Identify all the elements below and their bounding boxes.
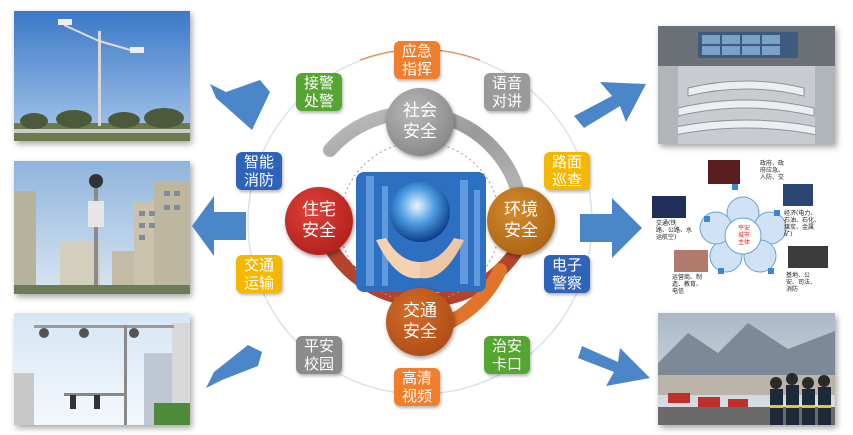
tag-road-patrol: 路面 巡查: [544, 152, 590, 190]
photo-fire-brigade: [658, 313, 835, 425]
tag-electronic-police: 电子 警察: [544, 255, 590, 293]
hub-traffic-safety: 交通 安全: [386, 288, 454, 356]
arrow-up-left: [210, 80, 270, 130]
hand-right: [420, 238, 464, 279]
mini-caption: 基地、公 安、司法、 消防: [786, 272, 817, 293]
photo-street-lamp: [14, 11, 190, 141]
arrows: [192, 80, 650, 388]
photo-command-center: [658, 26, 835, 144]
hub-residential-safety: 住宅 安全: [285, 187, 353, 255]
mini-caption: 政府、政 府应急、 人防、交: [760, 160, 785, 181]
mini-center-label: 平安 城市 主体: [737, 225, 750, 246]
mini-diagram: 平安 城市 主体 政府、政 府应急、 人防、交 经济(电力、 石油、石化、 煤炭…: [648, 158, 838, 308]
mini-caption: 经济(电力、 石油、石化、 煤炭、金属 矿): [784, 210, 821, 238]
tag-voice-intercom: 语音 对讲: [484, 73, 530, 111]
arrow-down-right: [578, 346, 650, 386]
hub-environment-safety: 环境 安全: [487, 187, 555, 255]
mini-caption: 交通(铁 路、公路、水 运航空): [656, 220, 693, 241]
arrow-down-left: [206, 345, 262, 388]
arrow-right: [580, 198, 642, 258]
tag-emergency-command: 应急 指挥: [394, 41, 440, 79]
globe: [390, 182, 450, 242]
tag-smart-firefighting: 智能 消防: [236, 152, 282, 190]
mini-caption: 运营商、制 造、教育、 电信: [672, 274, 703, 295]
arrow-left: [192, 196, 246, 256]
arrow-up-right: [574, 82, 646, 128]
photo-traffic-signal: [14, 313, 190, 425]
photo-street-camera: [14, 161, 190, 294]
hand-left: [376, 238, 420, 279]
tag-security-checkpoint: 治安 卡口: [484, 336, 530, 374]
hub-social-safety: 社会 安全: [386, 88, 454, 156]
tag-safe-campus: 平安 校园: [296, 336, 342, 374]
tag-transportation: 交通 运输: [236, 255, 282, 293]
tag-hd-video: 高清 视频: [394, 368, 440, 406]
tag-alarm-dispatch: 接警 处警: [296, 73, 342, 111]
